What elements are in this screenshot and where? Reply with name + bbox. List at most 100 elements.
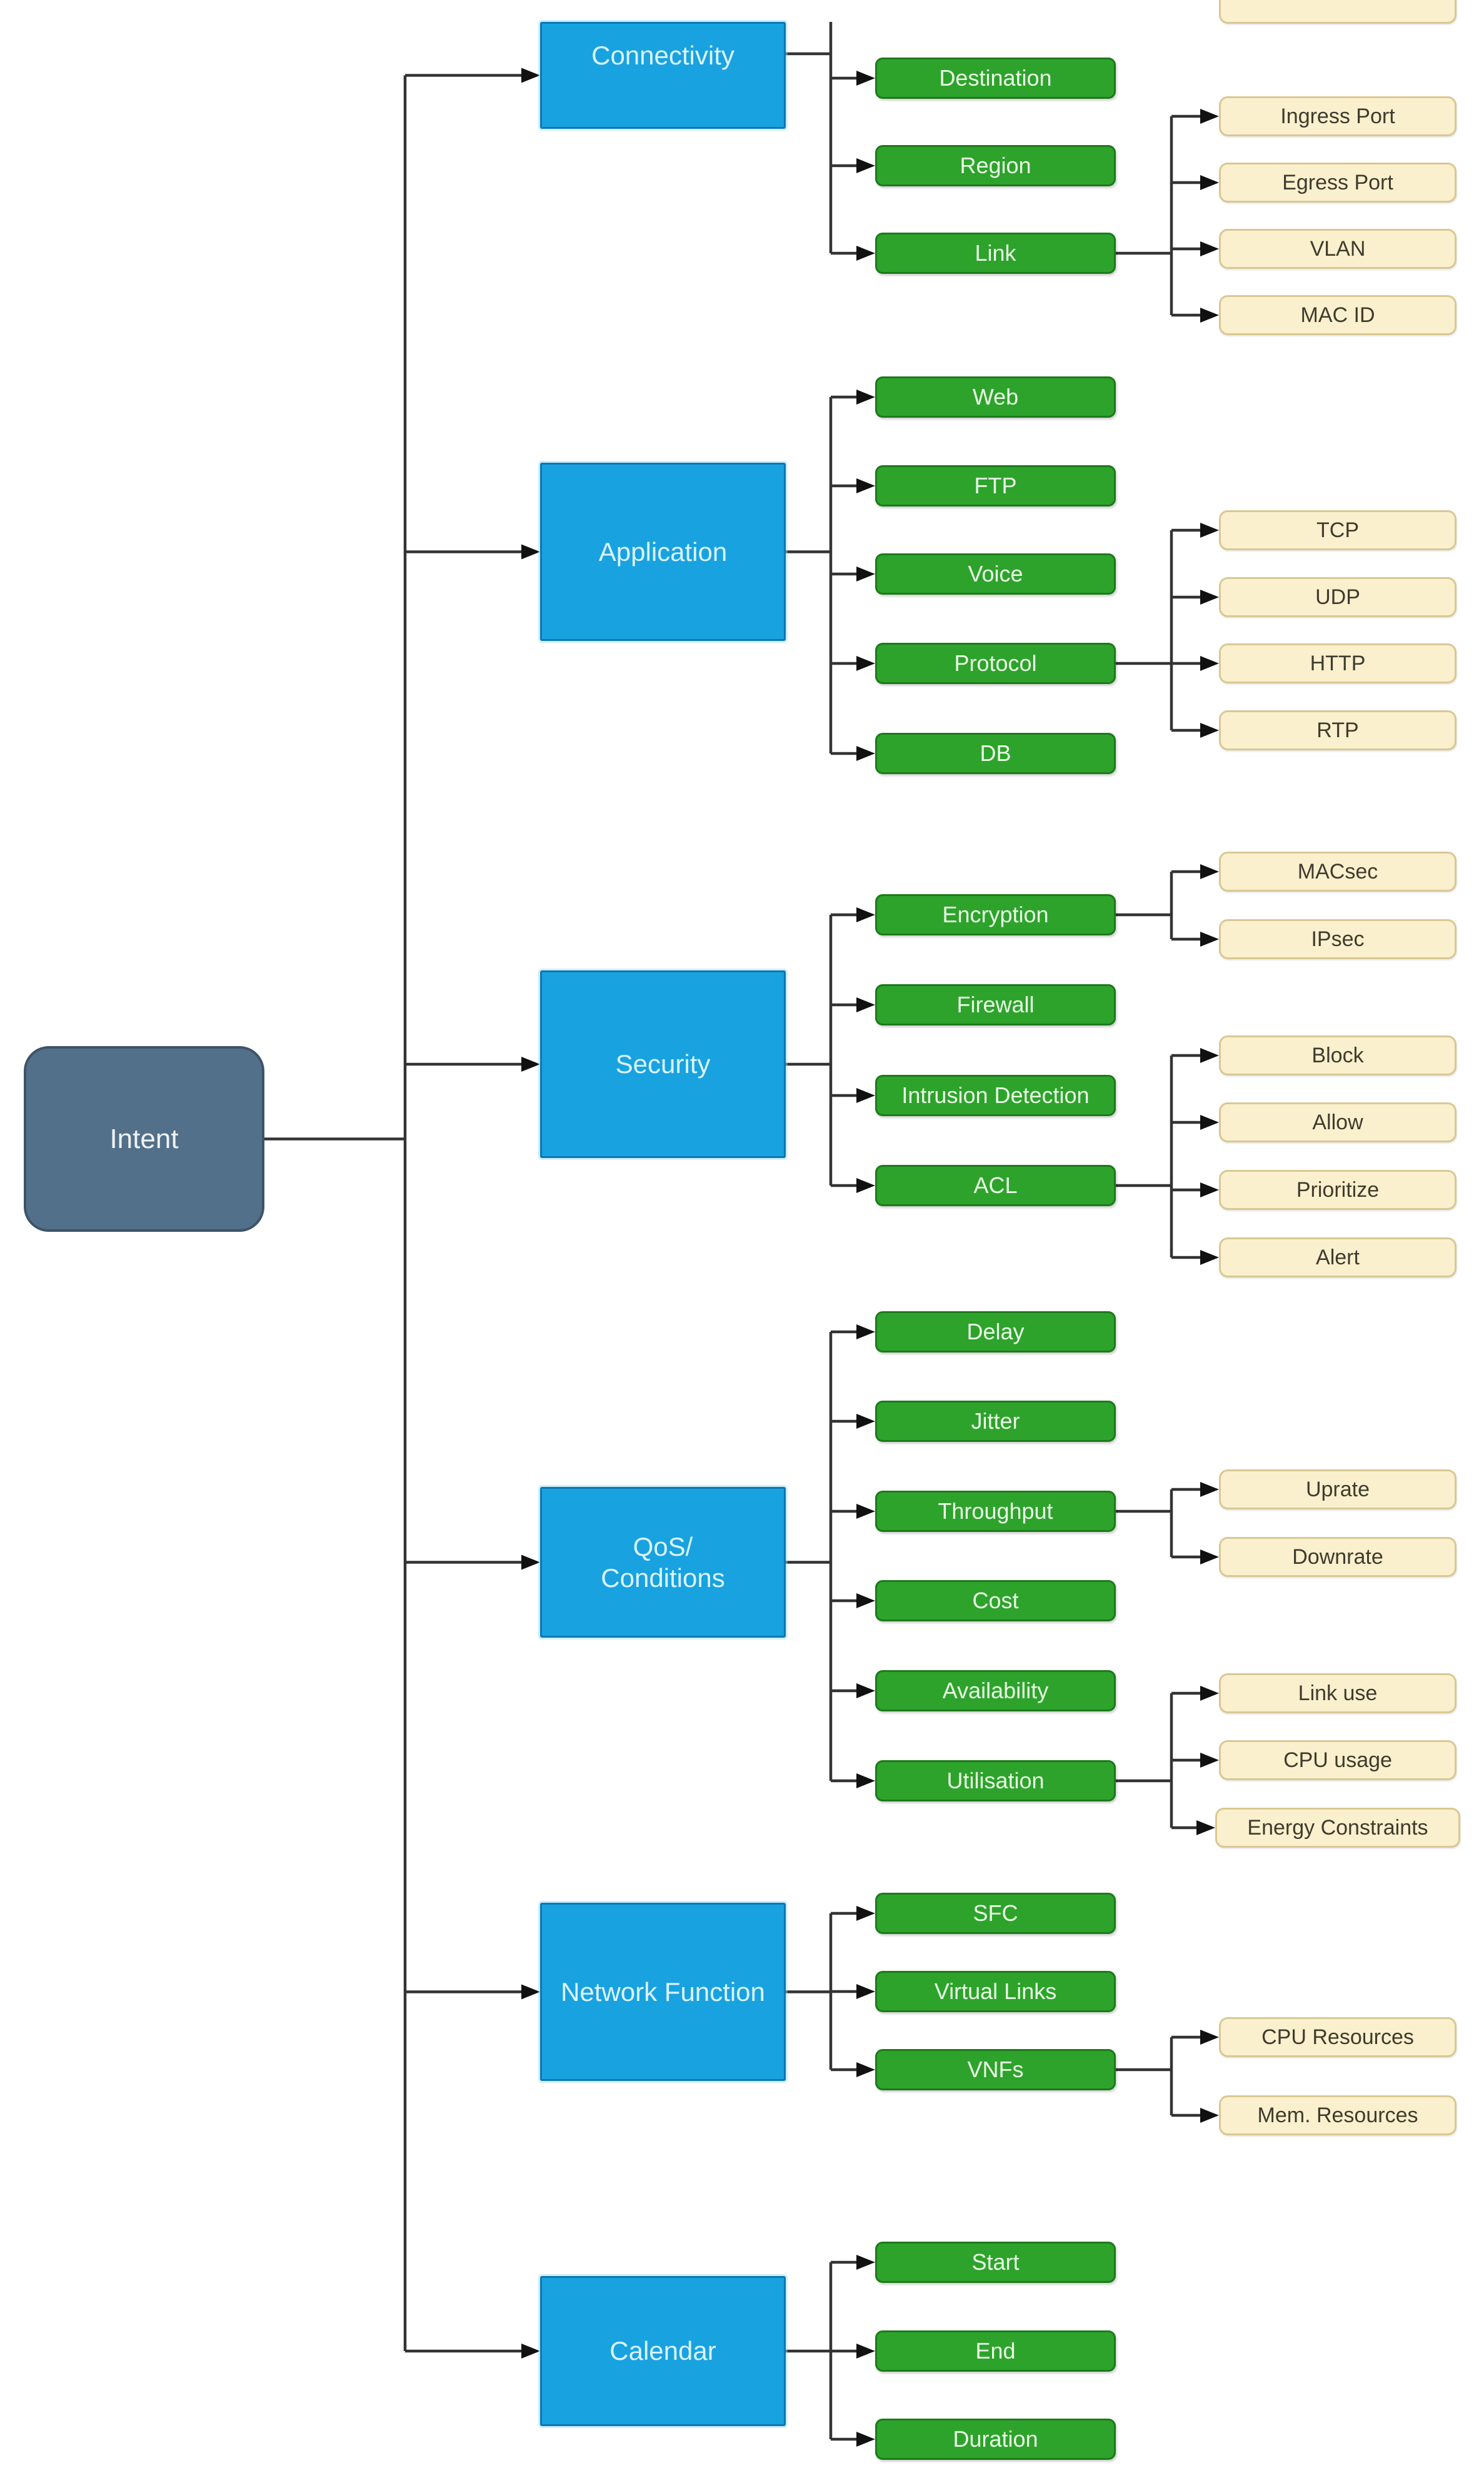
node-firewall: Firewall bbox=[875, 984, 1116, 1025]
node-ftp: FTP bbox=[875, 465, 1116, 506]
connector-lines bbox=[264, 22, 1204, 2441]
node-label: IPsec bbox=[1311, 927, 1365, 951]
node-start: Start bbox=[875, 2242, 1116, 2283]
node-label: Throughput bbox=[938, 1498, 1053, 1524]
node-downrate: Downrate bbox=[1219, 1537, 1456, 1577]
node-tcp: TCP bbox=[1219, 510, 1456, 550]
node-label: Application bbox=[598, 536, 728, 567]
node-region: Region bbox=[875, 145, 1116, 186]
node-label: Network Function bbox=[561, 1977, 765, 2007]
node-cpu_usage: CPU usage bbox=[1219, 1740, 1456, 1780]
node-label: Downrate bbox=[1292, 1544, 1383, 1569]
node-calendar: Calendar bbox=[540, 2276, 786, 2426]
node-label: Destination bbox=[939, 64, 1052, 91]
node-encryption: Encryption bbox=[875, 894, 1116, 935]
node-label: SFC bbox=[973, 1900, 1018, 1926]
node-label: Availability bbox=[942, 1677, 1049, 1703]
node-label: Uprate bbox=[1305, 1477, 1370, 1501]
node-mac_id: MAC ID bbox=[1219, 295, 1456, 335]
node-web: Web bbox=[875, 376, 1116, 418]
node-label: Firewall bbox=[956, 991, 1035, 1017]
node-link_use: Link use bbox=[1219, 1673, 1456, 1713]
node-availability: Availability bbox=[875, 1670, 1116, 1711]
node-label: HTTP bbox=[1310, 651, 1366, 675]
node-label: RTP bbox=[1316, 718, 1359, 742]
node-label: Calendar bbox=[609, 2336, 716, 2366]
node-egress_port: Egress Port bbox=[1219, 163, 1456, 203]
node-virtual_links: Virtual Links bbox=[875, 1971, 1116, 2012]
node-acl: ACL bbox=[875, 1165, 1116, 1206]
node-label: Prioritize bbox=[1296, 1177, 1380, 1202]
node-label: ACL bbox=[973, 1172, 1018, 1198]
node-label: Allow bbox=[1312, 1110, 1363, 1134]
node-label: CPU usage bbox=[1283, 1748, 1392, 1772]
node-label: Region bbox=[960, 152, 1031, 178]
node-energy_constraints: Energy Constraints bbox=[1215, 1808, 1460, 1848]
node-label: Web bbox=[972, 383, 1019, 410]
node-label: Encryption bbox=[942, 901, 1049, 927]
node-label: Mem. Resources bbox=[1257, 2103, 1418, 2127]
node-intrusion_detection: Intrusion Detection bbox=[875, 1075, 1116, 1116]
node-destination: Destination bbox=[875, 58, 1116, 99]
node-label: Ingress Port bbox=[1280, 104, 1395, 128]
node-udp: UDP bbox=[1219, 577, 1456, 617]
node-voice: Voice bbox=[875, 553, 1116, 595]
node-mem_resources: Mem. Resources bbox=[1219, 2095, 1456, 2135]
node-block: Block bbox=[1219, 1035, 1456, 1075]
node-label: Energy Constraints bbox=[1247, 1815, 1428, 1840]
node-application: Application bbox=[540, 463, 786, 641]
node-label: VNFs bbox=[967, 2056, 1024, 2082]
node-cpu_resources: CPU Resources bbox=[1219, 2017, 1456, 2057]
node-cost: Cost bbox=[875, 1580, 1116, 1621]
node-label: Voice bbox=[968, 560, 1023, 587]
node-utilisation: Utilisation bbox=[875, 1760, 1116, 1801]
node-alert: Alert bbox=[1219, 1237, 1456, 1277]
node-rtp: RTP bbox=[1219, 710, 1456, 750]
node-allow: Allow bbox=[1219, 1102, 1456, 1142]
node-label: Intrusion Detection bbox=[901, 1082, 1090, 1108]
node-label: Link use bbox=[1298, 1681, 1378, 1705]
arrowhead-icon bbox=[521, 68, 1219, 2447]
node-label: Cost bbox=[972, 1587, 1019, 1613]
node-vnfs: VNFs bbox=[875, 2049, 1116, 2090]
node-label: Link bbox=[975, 239, 1016, 266]
node-duration: Duration bbox=[875, 2419, 1116, 2460]
node-label: Egress Port bbox=[1282, 170, 1393, 194]
node-intent: Intent bbox=[24, 1046, 264, 1232]
node-macsec: MACsec bbox=[1219, 852, 1456, 892]
node-uprate: Uprate bbox=[1219, 1469, 1456, 1509]
node-label: Connectivity bbox=[591, 41, 734, 70]
node-end: End bbox=[875, 2330, 1116, 2372]
node-label: Delay bbox=[966, 1318, 1025, 1344]
node-cutoff_top_box bbox=[1219, 0, 1456, 24]
node-label: CPU Resources bbox=[1261, 2025, 1414, 2049]
node-label: Block bbox=[1311, 1043, 1364, 1067]
node-network_function: Network Function bbox=[540, 1903, 786, 2081]
node-label: QoS/ Conditions bbox=[601, 1531, 725, 1593]
node-db: DB bbox=[875, 733, 1116, 774]
node-label: DB bbox=[980, 740, 1011, 766]
node-label: End bbox=[975, 2337, 1016, 2364]
node-label: VLAN bbox=[1310, 236, 1366, 261]
node-label: TCP bbox=[1316, 518, 1359, 542]
node-label: UDP bbox=[1315, 585, 1360, 609]
node-http: HTTP bbox=[1219, 643, 1456, 683]
node-security: Security bbox=[540, 970, 786, 1158]
node-connectivity: Connectivity bbox=[540, 22, 786, 129]
node-prioritize: Prioritize bbox=[1219, 1170, 1456, 1210]
node-label: MAC ID bbox=[1300, 303, 1375, 327]
node-qos: QoS/ Conditions bbox=[540, 1487, 786, 1638]
node-ipsec: IPsec bbox=[1219, 919, 1456, 959]
node-label: Utilisation bbox=[946, 1767, 1045, 1793]
node-vlan: VLAN bbox=[1219, 229, 1456, 269]
node-sfc: SFC bbox=[875, 1893, 1116, 1934]
node-label: Virtual Links bbox=[934, 1978, 1057, 2004]
node-throughput: Throughput bbox=[875, 1491, 1116, 1532]
node-label: FTP bbox=[974, 472, 1017, 498]
node-label: Protocol bbox=[954, 650, 1037, 676]
node-protocol: Protocol bbox=[875, 643, 1116, 684]
node-label: Intent bbox=[109, 1123, 179, 1154]
node-link: Link bbox=[875, 233, 1116, 274]
